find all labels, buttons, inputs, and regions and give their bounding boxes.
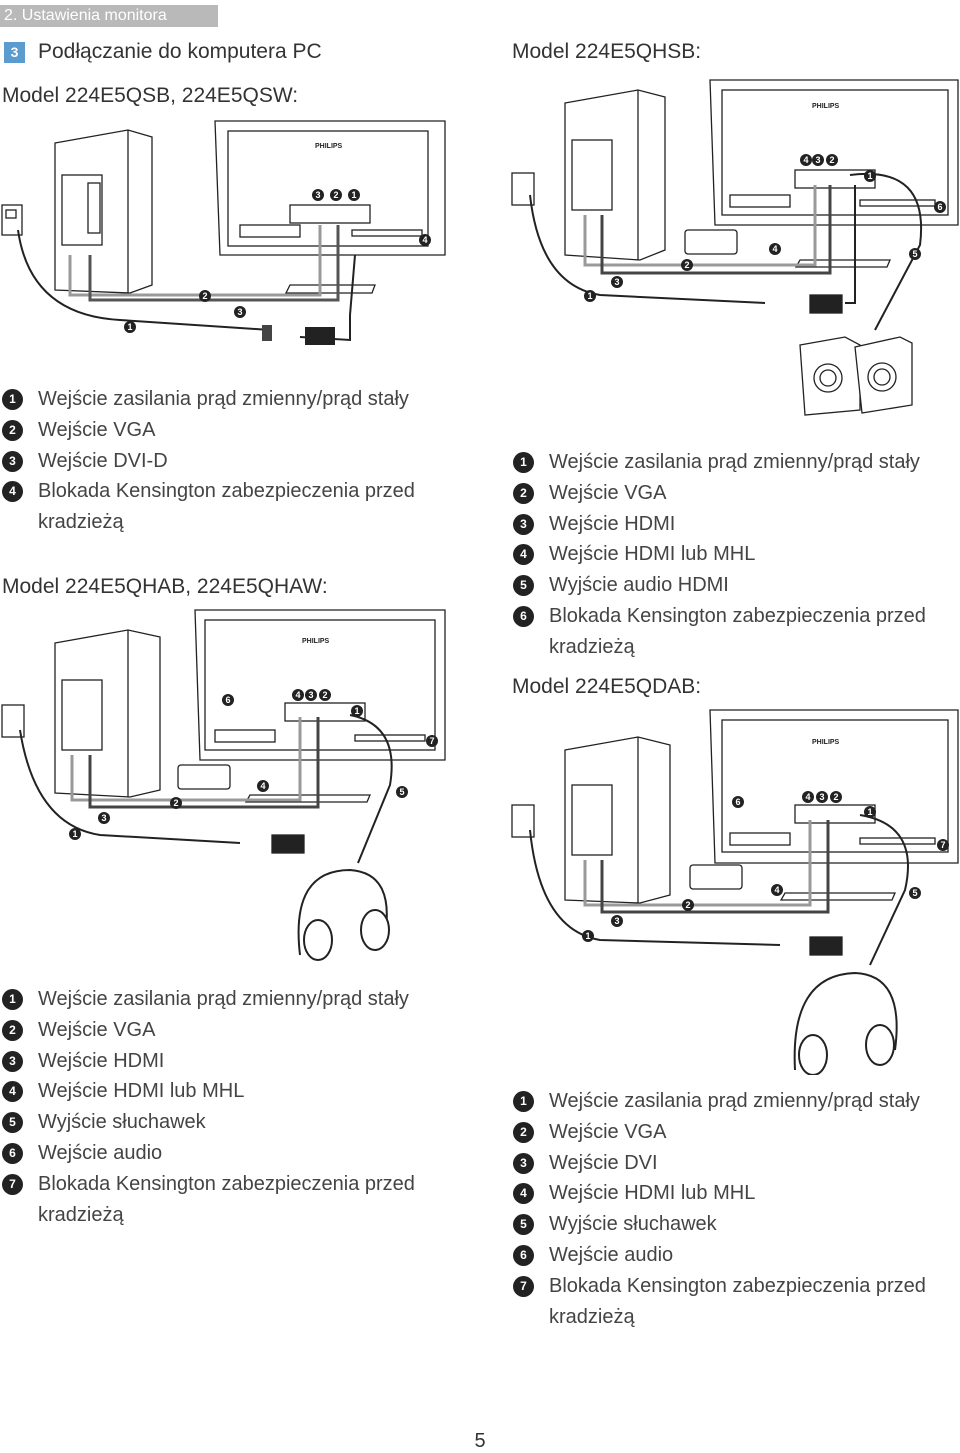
callout-2b: 2: [684, 260, 689, 270]
model-heading-qsb: Model 224E5QSB, 224E5QSW:: [2, 84, 299, 107]
page-number: 5: [474, 1430, 486, 1452]
callout-2: 2: [333, 190, 338, 200]
callout-7: 7: [940, 840, 945, 850]
callout-2: 2: [322, 690, 327, 700]
callout-5: 5: [399, 787, 404, 797]
section-title: Podłączanie do komputera PC: [38, 40, 322, 63]
callout-1: 1: [354, 706, 359, 716]
callout-2: 2: [829, 155, 834, 165]
brand-logo: PHILIPS: [812, 103, 840, 110]
brand-logo: PHILIPS: [812, 739, 840, 746]
callout-3b: 3: [237, 307, 242, 317]
connection-diagram-qhsb: PHILIPS 4 3 2 1 6 4 5 2 3 1: [511, 79, 959, 416]
callout-3b: 3: [101, 813, 106, 823]
callout-2: 2: [833, 792, 838, 802]
callout-1: 1: [867, 807, 872, 817]
callout-1b: 1: [587, 291, 592, 301]
callout-5: 5: [912, 888, 917, 898]
callout-1b: 1: [585, 931, 590, 941]
callout-4: 4: [805, 792, 810, 802]
callout-2b: 2: [685, 900, 690, 910]
model-heading-qhab: Model 224E5QHAB, 224E5QHAW:: [2, 575, 328, 598]
callout-4: 4: [422, 235, 427, 245]
model-heading-qdab: Model 224E5QDAB:: [512, 675, 702, 698]
model-heading-qhsb: Model 224E5QHSB:: [512, 40, 702, 63]
callout-1b: 1: [72, 829, 77, 839]
callout-6: 6: [225, 695, 230, 705]
connection-diagram-qsb: PHILIPS 3 2 1 4 2 3 1: [1, 120, 446, 345]
callout-2b: 2: [173, 798, 178, 808]
callout-6: 6: [735, 797, 740, 807]
callout-5: 5: [912, 249, 917, 259]
callout-4: 4: [295, 690, 300, 700]
callout-3: 3: [315, 190, 320, 200]
callout-2b: 2: [202, 291, 207, 301]
chapter-header: 2. Ustawienia monitora: [0, 5, 218, 27]
callout-3b: 3: [614, 916, 619, 926]
callout-3b: 3: [614, 277, 619, 287]
callout-4b: 4: [260, 781, 265, 791]
callout-3: 3: [815, 155, 820, 165]
callout-1: 1: [867, 171, 872, 181]
callout-3: 3: [308, 690, 313, 700]
callout-1b: 1: [127, 322, 132, 332]
connection-diagram-qdab: PHILIPS 4 3 2 6 1 7 4 5 2 3 1: [511, 709, 959, 1075]
connection-diagram-qhab: PHILIPS 4 3 2 6 1 7 4 5 2 3 1: [1, 609, 446, 961]
brand-logo: PHILIPS: [315, 143, 343, 150]
section-number-badge: 3: [4, 42, 25, 63]
callout-7: 7: [429, 736, 434, 746]
callout-1: 1: [351, 190, 356, 200]
callout-4b: 4: [774, 885, 779, 895]
callout-3: 3: [819, 792, 824, 802]
callout-6: 6: [937, 202, 942, 212]
callout-4b: 4: [772, 244, 777, 254]
callout-4: 4: [803, 155, 808, 165]
brand-logo: PHILIPS: [302, 638, 330, 645]
